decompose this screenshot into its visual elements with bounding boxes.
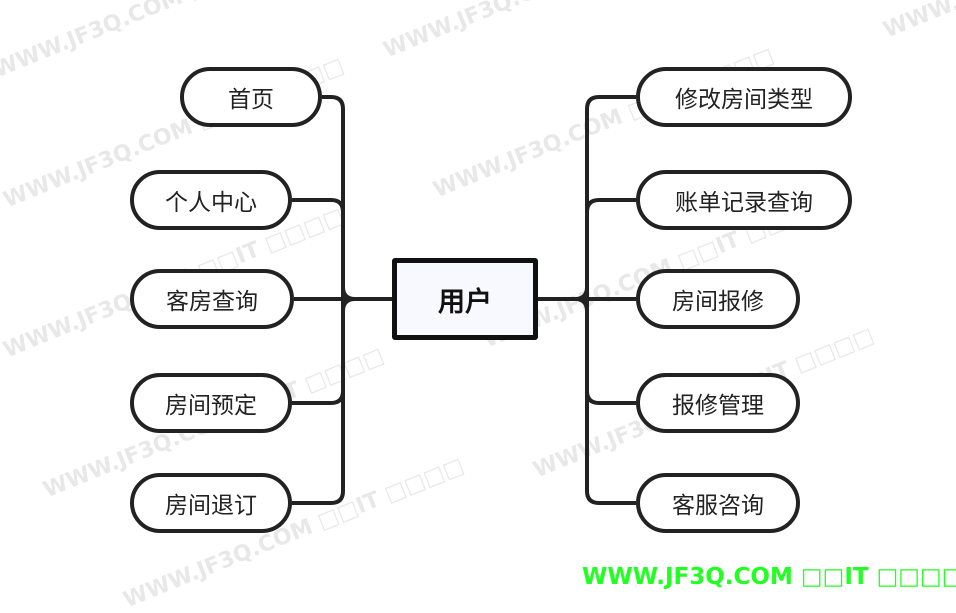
connector <box>292 390 345 405</box>
node-room-booking: 房间预定 <box>130 373 292 433</box>
node-personal-center: 个人中心 <box>130 170 292 230</box>
connector <box>574 297 589 312</box>
node-edit-room-type: 修改房间类型 <box>636 67 852 127</box>
root-node-user: 用户 <box>392 258 538 340</box>
connector <box>292 198 345 213</box>
node-customer-service: 客服咨询 <box>636 473 800 533</box>
node-home: 首页 <box>180 67 322 127</box>
node-room-search: 客房查询 <box>130 269 294 329</box>
node-repair-management: 报修管理 <box>636 373 800 433</box>
footer-watermark: WWW.JF3Q.COM □□IT □□□□ <box>582 564 956 590</box>
connector <box>585 198 636 213</box>
connector <box>341 297 356 312</box>
connector <box>585 390 636 405</box>
connector-lines <box>292 95 636 505</box>
node-room-cancel: 房间退订 <box>130 473 292 533</box>
node-bill-records: 账单记录查询 <box>636 170 852 230</box>
node-room-repair: 房间报修 <box>636 269 800 329</box>
